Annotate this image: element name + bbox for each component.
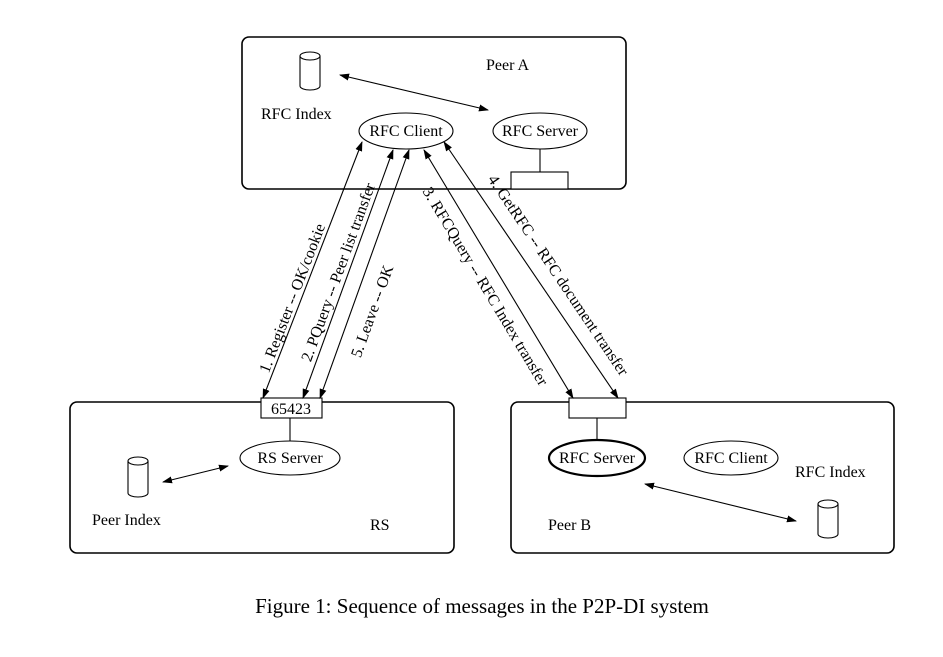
peer-index-label: Peer Index bbox=[92, 512, 161, 529]
peer-b-title: Peer B bbox=[548, 517, 591, 534]
rs-box: 65423 RS Server Peer Index RS bbox=[69, 397, 455, 554]
peer-b-rfc-server-label: RFC Server bbox=[559, 450, 636, 467]
peer-b-rfc-client-label: RFC Client bbox=[694, 450, 768, 467]
rs-port-label: 65423 bbox=[271, 401, 311, 418]
peer-a-rfc-client-label: RFC Client bbox=[369, 123, 443, 140]
arrow-leave bbox=[319, 149, 410, 399]
rs-title: RS bbox=[370, 517, 390, 534]
peer-a-rfc-index-cylinder bbox=[299, 51, 321, 91]
peer-b-rfc-index-label: RFC Index bbox=[795, 464, 866, 481]
peer-index-cylinder bbox=[127, 456, 149, 498]
peer-a-rfc-server-label: RFC Server bbox=[502, 123, 579, 140]
peer-a-index-server-arrow bbox=[339, 73, 489, 112]
peer-b-port-box bbox=[568, 397, 627, 419]
rs-index-server-arrow bbox=[162, 464, 229, 484]
figure-caption: Figure 1: Sequence of messages in the P2… bbox=[255, 594, 709, 618]
label-rfcquery: 3. RFCQuery -- RFC Index transfer bbox=[419, 184, 552, 389]
label-getrfc: 4. GetRFC -- RFC document transfer bbox=[484, 172, 632, 380]
peer-b-box: RFC Server RFC Client RFC Index Peer B bbox=[510, 397, 895, 554]
peer-b-rfc-client-node bbox=[683, 440, 779, 476]
rs-server-node bbox=[239, 440, 341, 476]
rs-server-label: RS Server bbox=[257, 450, 323, 467]
label-leave: 5. Leave -- OK bbox=[348, 263, 397, 360]
peer-b-rfc-index-cylinder bbox=[817, 499, 839, 539]
peer-a-title: Peer A bbox=[486, 57, 530, 74]
peer-a-port-box bbox=[510, 171, 569, 190]
arrow-getrfc bbox=[443, 141, 619, 399]
peer-a-rfc-index-label: RFC Index bbox=[261, 106, 332, 123]
peer-a-rfc-client-node bbox=[358, 112, 454, 150]
peer-b-server-index-arrow bbox=[644, 482, 797, 523]
peer-b-rfc-server-node bbox=[547, 438, 647, 478]
